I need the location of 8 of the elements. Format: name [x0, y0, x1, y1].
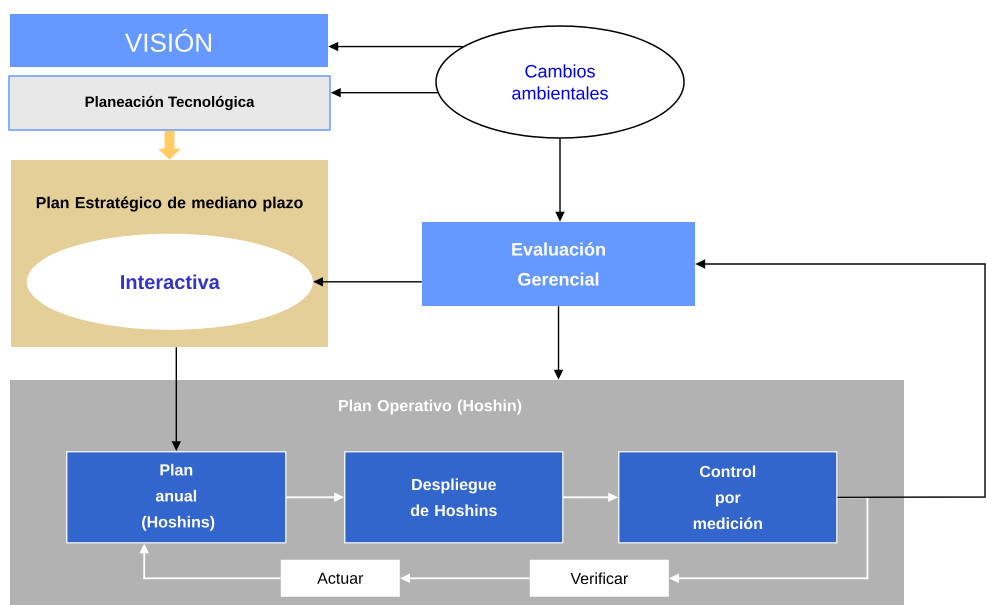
- process-box: Evaluación Gerencial: [422, 222, 695, 306]
- process-box: Planeación Tecnológica: [8, 75, 331, 131]
- process-box: Control por medición: [618, 451, 838, 544]
- vision-box: VISIÓN: [10, 14, 328, 67]
- process-box: Plan anual (Hoshins): [66, 451, 286, 544]
- step-box: Verificar: [530, 560, 669, 597]
- step-box: Actuar: [280, 560, 400, 597]
- process-box: Despliegue de Hoshins: [344, 451, 564, 544]
